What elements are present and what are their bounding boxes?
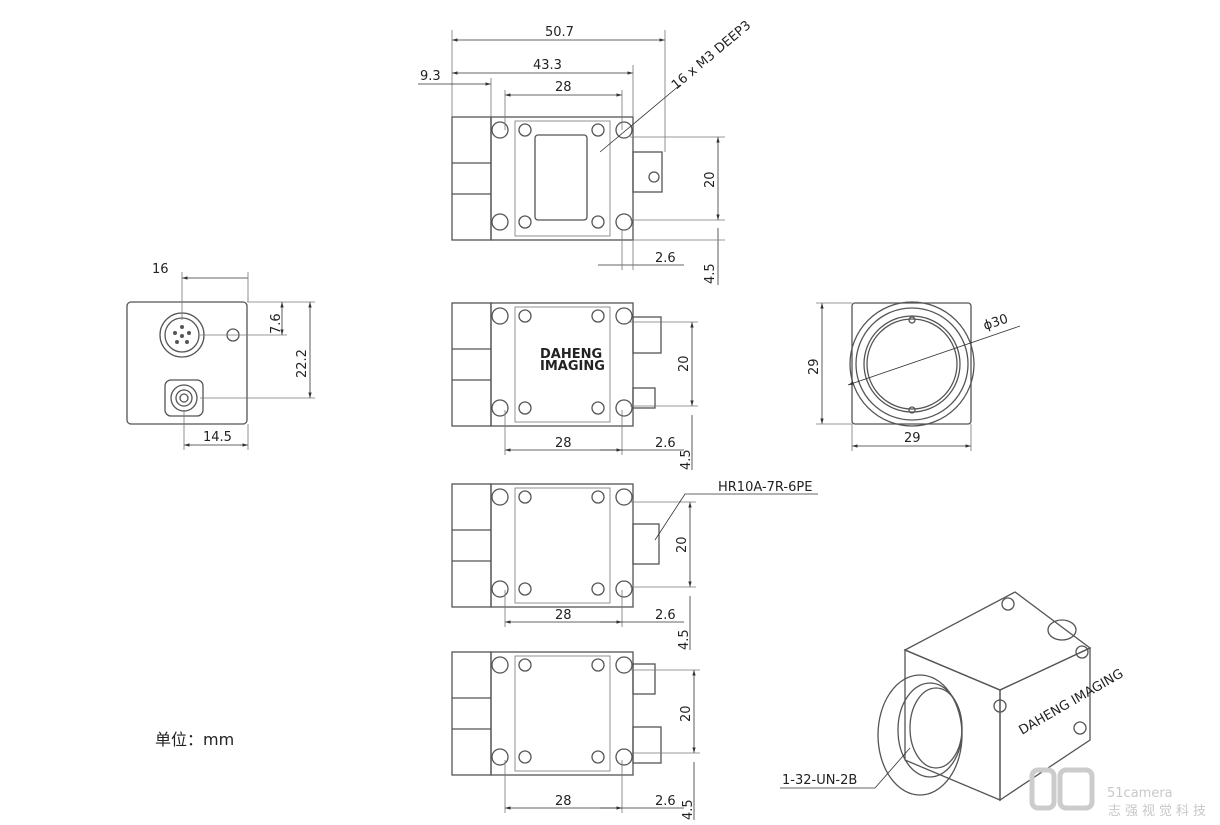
dim-2-6-side1: 2.6 [655, 436, 676, 451]
unit-label: 单位：mm [155, 730, 235, 749]
dim-28-side1: 28 [555, 436, 572, 451]
mount-hole [615, 488, 633, 506]
watermark-brand: 51camera [1107, 786, 1173, 801]
side-view-3-dimensions: 28 20 2.6 4.5 [504, 669, 700, 820]
iso-thread-callout: 1-32-UN-2B [782, 773, 857, 788]
dim-4-5-side2: 4.5 [677, 629, 692, 650]
mount-hole [491, 213, 509, 231]
mount-hole [615, 656, 633, 674]
logo-imaging: IMAGING [540, 359, 605, 374]
side-view-1 [451, 302, 662, 427]
dim-2-6-side3: 2.6 [655, 794, 676, 809]
screw-icon [518, 123, 532, 137]
dim-43-3: 43.3 [533, 58, 562, 73]
side-view-2-dimensions: 28 20 2.6 4.5 HR10A-7R-6PE [504, 480, 818, 650]
mount-hole [615, 580, 633, 598]
connector-callout: HR10A-7R-6PE [718, 480, 812, 495]
watermark-51camera: 51camera 志强视觉科技 [1029, 767, 1210, 819]
dim-9-3: 9.3 [420, 69, 441, 84]
connector [632, 523, 660, 565]
mount-hole [491, 656, 509, 674]
mount-hole [615, 121, 633, 139]
dim-2-6-side2: 2.6 [655, 608, 676, 623]
dim-29-width: 29 [904, 431, 921, 446]
screw-icon [518, 658, 532, 672]
dim-20-side3: 20 [679, 705, 694, 722]
screw-icon [591, 215, 605, 229]
front-view: ϕ30 29 29 [807, 301, 1021, 451]
mount-hole [491, 748, 509, 766]
dim-diameter-30: ϕ30 [982, 312, 1011, 334]
back-view: 16 7.6 22.2 14.5 [126, 262, 315, 450]
top-view-dimensions: 50.7 43.3 9.3 28 20 2.6 4.5 16 x M3 DEEP… [418, 18, 754, 285]
screw-icon [518, 750, 532, 764]
dim-14-5: 14.5 [203, 430, 232, 445]
screw-icon [518, 490, 532, 504]
connector-2 [632, 726, 662, 764]
screw-icon [591, 123, 605, 137]
dim-7-6: 7.6 [269, 313, 284, 334]
connector [632, 151, 663, 193]
watermark-subtitle: 志强视觉科技 [1108, 804, 1210, 819]
mount-hole [491, 580, 509, 598]
sensor-window [534, 134, 588, 221]
top-view [451, 116, 663, 241]
screw-icon [591, 309, 605, 323]
screw-icon [518, 401, 532, 415]
screw-icon [518, 309, 532, 323]
dim-4-5-side3: 4.5 [681, 799, 696, 820]
mount-hole [491, 399, 509, 417]
dim-28-side2: 28 [555, 608, 572, 623]
mount-hole [615, 213, 633, 231]
dim-50-7: 50.7 [545, 25, 574, 40]
screw-icon [591, 750, 605, 764]
dim-4-5-top: 4.5 [703, 263, 718, 284]
dim-20-top: 20 [703, 171, 718, 188]
screw-icon [591, 401, 605, 415]
mount-hole [491, 121, 509, 139]
side-view-2 [451, 483, 660, 608]
dim-28-side3: 28 [555, 794, 572, 809]
screw-icon [591, 582, 605, 596]
iso-logo: DAHENG IMAGING [1017, 666, 1127, 738]
mount-hole [491, 307, 509, 325]
dim-20-side1: 20 [677, 355, 692, 372]
dim-16: 16 [152, 262, 169, 277]
screw-icon [591, 658, 605, 672]
mount-hole [491, 488, 509, 506]
side-view-1-dimensions: DAHENG IMAGING 28 20 2.6 4.5 [504, 321, 698, 470]
thread-callout-top: 16 x M3 DEEP3 [669, 18, 754, 93]
logo-daheng: DAHENG [540, 347, 602, 362]
mount-hole [615, 307, 633, 325]
dim-29-height: 29 [807, 358, 822, 375]
screw-icon [518, 215, 532, 229]
dim-20-side2: 20 [675, 536, 690, 553]
connector [632, 316, 662, 354]
screw-icon [518, 582, 532, 596]
dim-4-5-side1: 4.5 [679, 449, 694, 470]
dim-2-6-top: 2.6 [655, 251, 676, 266]
screw-icon [591, 490, 605, 504]
mount-hole [615, 399, 633, 417]
connector-2 [632, 387, 656, 409]
dim-22-2: 22.2 [295, 349, 310, 378]
side-view-3 [451, 651, 662, 776]
mount-hole [615, 748, 633, 766]
dim-28-top: 28 [555, 80, 572, 95]
connector [632, 663, 656, 695]
